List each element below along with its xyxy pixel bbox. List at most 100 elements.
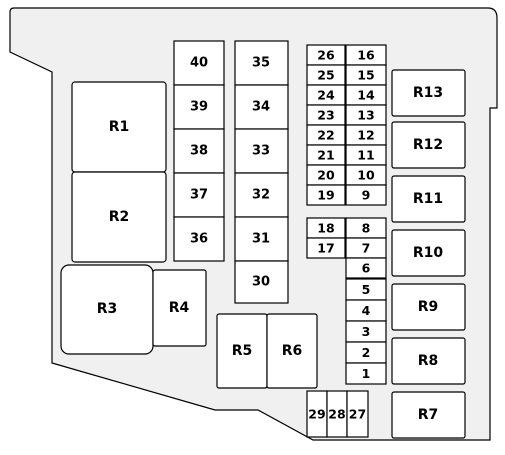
fuse-14: 14 (345, 84, 387, 106)
relay-r8-label: R8 (418, 353, 439, 369)
relay-r1-label: R1 (109, 119, 130, 135)
fuse-10: 10 (345, 164, 387, 186)
fuse-11-label: 11 (357, 148, 374, 163)
fuse-31-label: 31 (252, 232, 270, 247)
fuse-20: 20 (306, 164, 346, 186)
relay-r12-label: R12 (413, 137, 443, 153)
relay-r7-label: R7 (418, 407, 439, 423)
relay-r4: R4 (152, 269, 207, 347)
fuse-16: 16 (345, 44, 387, 66)
fuse-17-label: 17 (317, 241, 334, 256)
fuse-29: 29 (306, 390, 328, 438)
fuse-18-label: 18 (317, 221, 334, 236)
fuse-15: 15 (345, 64, 387, 86)
fuse-1-label: 1 (362, 366, 371, 381)
fuse-30-label: 30 (252, 275, 270, 290)
fuse-2: 2 (345, 341, 387, 364)
fuse-7: 7 (345, 237, 387, 259)
fuse-8: 8 (345, 217, 387, 239)
fuse-9-label: 9 (362, 188, 371, 203)
fuse-40-label: 40 (190, 56, 208, 71)
fuse-1: 1 (345, 362, 387, 385)
fuse-25-label: 25 (317, 68, 334, 83)
relay-r7: R7 (391, 391, 466, 439)
relay-r1: R1 (71, 81, 167, 173)
fuse-32-label: 32 (252, 188, 270, 203)
fuse-21-label: 21 (317, 148, 334, 163)
fuse-24-label: 24 (317, 88, 335, 103)
fuse-36-label: 36 (190, 232, 208, 247)
fuse-13-label: 13 (357, 108, 374, 123)
fuse-19-label: 19 (317, 188, 334, 203)
fuse-31: 31 (234, 216, 289, 262)
fuse-32: 32 (234, 172, 289, 218)
relay-r10: R10 (391, 229, 466, 277)
relay-r3-label: R3 (97, 301, 118, 317)
relay-r12: R12 (391, 121, 466, 169)
fuse-20-label: 20 (317, 168, 335, 183)
fuse-6-label: 6 (362, 261, 371, 276)
relay-r2-label: R2 (109, 209, 130, 225)
fuse-35: 35 (234, 40, 289, 86)
fuse-3: 3 (345, 320, 387, 343)
fuse-34-label: 34 (252, 100, 270, 115)
fuse-28-label: 28 (328, 407, 345, 422)
fuse-5-label: 5 (362, 282, 371, 297)
fuse-25: 25 (306, 64, 346, 86)
fuse-15-label: 15 (357, 68, 374, 83)
fuse-24: 24 (306, 84, 346, 106)
fuse-5: 5 (345, 278, 387, 301)
fuse-11: 11 (345, 144, 387, 166)
relay-r5-label: R5 (232, 343, 253, 359)
relay-r9-label: R9 (418, 299, 439, 315)
fuse-13: 13 (345, 104, 387, 126)
fuse-22: 22 (306, 124, 346, 146)
fuse-23-label: 23 (317, 108, 334, 123)
relay-r11-label: R11 (413, 191, 443, 207)
fuse-38: 38 (173, 128, 225, 174)
fuse-4: 4 (345, 299, 387, 322)
relay-r2: R2 (71, 171, 167, 263)
fuse-34: 34 (234, 84, 289, 130)
fuse-37-label: 37 (190, 188, 208, 203)
fuse-30: 30 (234, 260, 289, 304)
fuse-12: 12 (345, 124, 387, 146)
fuse-17: 17 (306, 237, 346, 259)
fuse-29-label: 29 (308, 407, 325, 422)
relay-r4-label: R4 (169, 300, 190, 316)
fuse-3-label: 3 (362, 324, 371, 339)
relay-r13-label: R13 (413, 85, 443, 101)
relay-r11: R11 (391, 175, 466, 223)
relay-r5: R5 (216, 313, 268, 389)
fuse-10-label: 10 (357, 168, 375, 183)
fuse-9: 9 (345, 184, 387, 206)
fuse-14-label: 14 (357, 88, 375, 103)
fuse-4-label: 4 (362, 303, 371, 318)
fuse-21: 21 (306, 144, 346, 166)
relay-r13: R13 (391, 69, 466, 117)
fuse-19: 19 (306, 184, 346, 206)
fuse-27: 27 (346, 390, 369, 438)
fuse-6: 6 (345, 257, 387, 279)
fuse-27-label: 27 (349, 407, 366, 422)
fuse-36: 36 (173, 216, 225, 262)
relay-r3: R3 (60, 264, 154, 355)
fuse-8-label: 8 (362, 221, 371, 236)
fuse-23: 23 (306, 104, 346, 126)
relay-r6: R6 (266, 313, 318, 389)
fuse-28: 28 (326, 390, 348, 438)
fuse-22-label: 22 (317, 128, 334, 143)
fuse-2-label: 2 (362, 345, 371, 360)
fuse-35-label: 35 (252, 56, 270, 71)
fuse-39-label: 39 (190, 100, 208, 115)
relay-r6-label: R6 (282, 343, 303, 359)
relay-r9: R9 (391, 283, 466, 331)
fuse-12-label: 12 (357, 128, 374, 143)
fuse-33: 33 (234, 128, 289, 174)
fuse-16-label: 16 (357, 48, 375, 63)
fuse-37: 37 (173, 172, 225, 218)
fuse-39: 39 (173, 84, 225, 130)
relay-r8: R8 (391, 337, 466, 385)
fuse-33-label: 33 (252, 144, 270, 159)
